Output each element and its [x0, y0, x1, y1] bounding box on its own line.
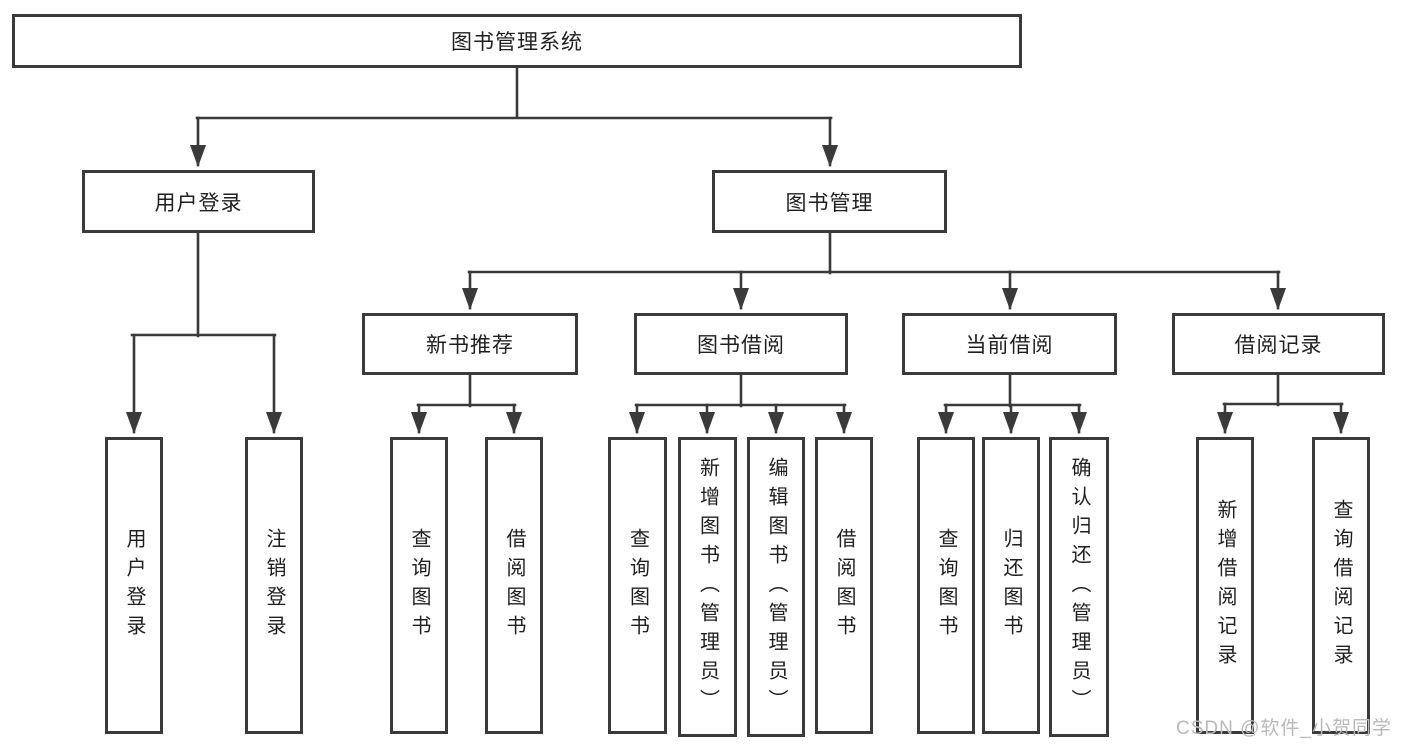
leaf-logout: 注销登录: [245, 437, 303, 734]
node-borrow-records-label: 借阅记录: [1234, 334, 1323, 357]
leaf-add-book-admin: 新增图书（管理员）: [678, 437, 737, 737]
leaf-query-books-3: 查询图书: [917, 437, 975, 734]
node-user-login-label: 用户登录: [154, 191, 243, 215]
leaf-query-borrow-record-label: 查询借阅记录: [1330, 498, 1352, 673]
leaf-add-borrow-record: 新增借阅记录: [1196, 437, 1254, 734]
node-current-borrow: 当前借阅: [902, 313, 1117, 375]
leaf-query-books-1-label: 查询图书: [408, 527, 430, 644]
node-borrow-records: 借阅记录: [1172, 313, 1385, 375]
leaf-user-login: 用户登录: [105, 437, 163, 734]
node-book-management: 图书管理: [712, 170, 947, 233]
leaf-return-book-label: 归还图书: [1000, 527, 1022, 644]
leaf-borrow-books-2-label: 借阅图书: [833, 527, 855, 644]
leaf-query-books-2: 查询图书: [608, 437, 667, 734]
connector-spines: [130, 66, 1344, 408]
csdn-watermark: CSDN @软件_小贺同学: [1176, 718, 1392, 739]
node-new-book-recommend-label: 新书推荐: [426, 334, 514, 357]
leaf-borrow-books-2: 借阅图书: [815, 437, 873, 734]
node-root-label: 图书管理系统: [451, 31, 583, 54]
leaf-logout-label: 注销登录: [263, 527, 285, 644]
leaf-user-login-label: 用户登录: [123, 527, 145, 644]
leaf-query-books-1: 查询图书: [390, 437, 448, 734]
leaf-borrow-books-1: 借阅图书: [485, 437, 543, 734]
leaf-return-book: 归还图书: [982, 437, 1040, 734]
leaf-borrow-books-1-label: 借阅图书: [503, 527, 525, 644]
leaf-query-borrow-record: 查询借阅记录: [1312, 437, 1370, 734]
leaf-confirm-return-admin-label: 确认归还（管理员）: [1068, 456, 1090, 718]
node-root: 图书管理系统: [12, 14, 1022, 68]
leaf-edit-book-admin: 编辑图书（管理员）: [747, 437, 805, 737]
node-book-management-label: 图书管理: [785, 191, 874, 215]
node-current-borrow-label: 当前借阅: [965, 334, 1054, 357]
leaf-add-book-admin-label: 新增图书（管理员）: [696, 456, 719, 718]
leaf-edit-book-admin-label: 编辑图书（管理员）: [765, 456, 787, 718]
leaf-query-books-3-label: 查询图书: [935, 527, 957, 644]
node-book-borrow-label: 图书借阅: [697, 334, 785, 357]
node-book-borrow: 图书借阅: [634, 313, 848, 375]
node-new-book-recommend: 新书推荐: [362, 313, 578, 375]
leaf-query-books-2-label: 查询图书: [626, 527, 649, 644]
leaf-confirm-return-admin: 确认归还（管理员）: [1049, 437, 1109, 737]
leaf-add-borrow-record-label: 新增借阅记录: [1214, 498, 1236, 673]
node-user-login: 用户登录: [82, 170, 315, 233]
